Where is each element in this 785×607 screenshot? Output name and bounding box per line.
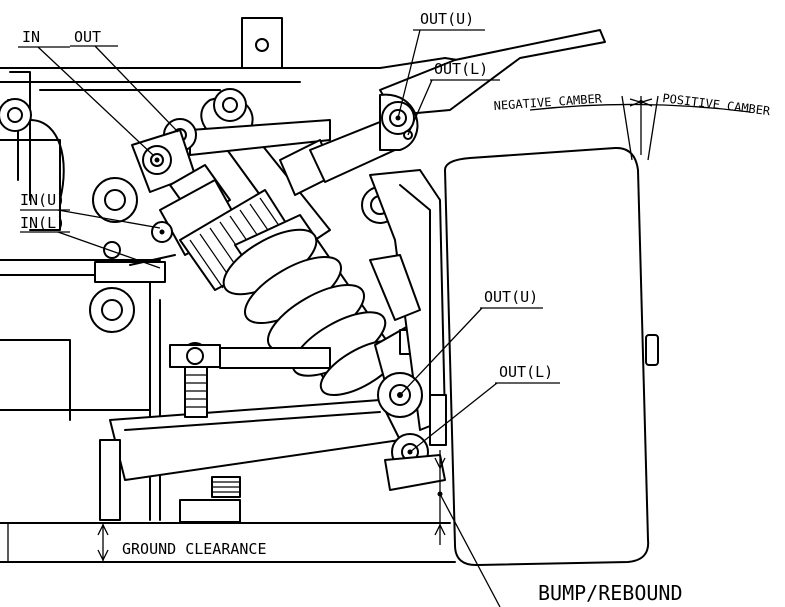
label-out-lower-top: OUT(L) (434, 60, 488, 78)
camber-indicator (529, 95, 751, 161)
label-in-upper: IN(U) (20, 191, 65, 209)
ground-reference (0, 522, 456, 563)
chassis-block (94, 261, 331, 523)
upper-turnbuckle (279, 93, 419, 196)
label-out-upper-top: OUT(U) (420, 10, 474, 28)
label-bump-rebound: BUMP/REBOUND (538, 581, 683, 605)
label-ground-clearance: GROUND CLEARANCE (122, 540, 267, 558)
label-positive-camber: POSITIVE CAMBER (662, 91, 772, 118)
label-in: IN (22, 28, 40, 46)
label-out: OUT (74, 28, 101, 46)
coil-spring (222, 228, 401, 396)
label-negative-camber: NEGATIVE CAMBER (493, 91, 603, 113)
label-out-upper-bottom: OUT(U) (484, 288, 538, 306)
bump-rebound-dimension (434, 450, 501, 607)
label-in-lower: IN(L) (20, 214, 65, 232)
leader-lines (18, 29, 560, 453)
ground-clearance-dimension (97, 523, 109, 562)
inner-pivots (129, 221, 176, 266)
wheel (444, 146, 659, 567)
hub-carrier (369, 169, 446, 431)
label-out-lower-bottom: OUT(L) (499, 363, 553, 381)
